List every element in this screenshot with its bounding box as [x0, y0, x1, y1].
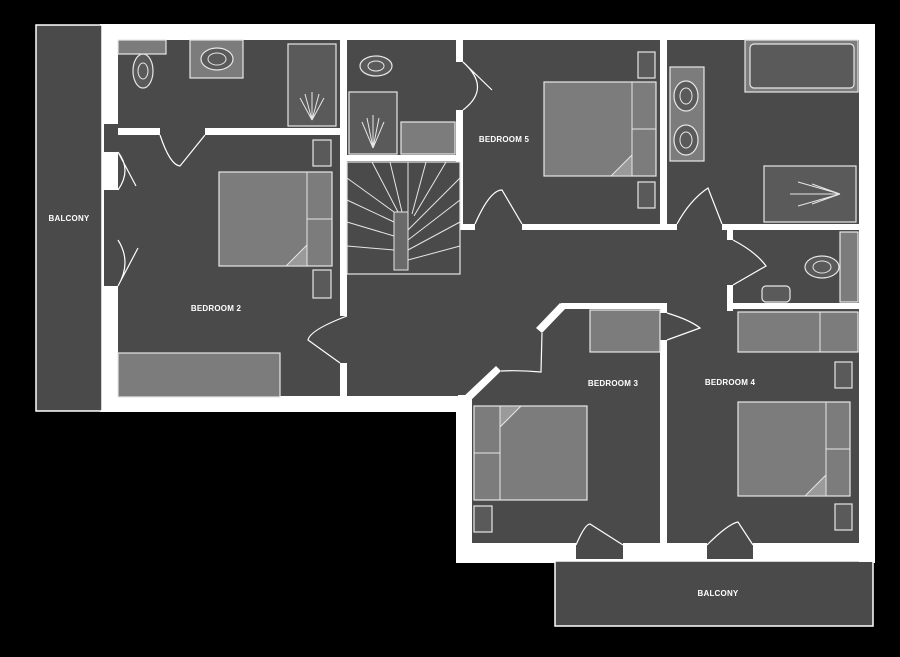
bathroom-3: [669, 39, 859, 223]
bedroom-5-label: BEDROOM 5: [479, 135, 530, 144]
wc: [761, 231, 859, 303]
bedroom-5-furniture: [543, 51, 657, 209]
bedroom-2-furniture: [117, 139, 333, 398]
balcony-left: [35, 24, 103, 412]
balcony-left-label: BALCONY: [49, 214, 90, 223]
bathroom-1: [117, 39, 337, 127]
staircase: [346, 161, 461, 275]
room-labels: BALCONY BEDROOM 2 BEDROOM 5 BEDROOM 3 BE…: [49, 135, 756, 598]
interior-walls: [102, 24, 875, 563]
bedroom-3-label: BEDROOM 3: [588, 379, 639, 388]
bedroom-2-label: BEDROOM 2: [191, 304, 242, 313]
balcony-bottom-label: BALCONY: [698, 589, 739, 598]
bathroom-2: [348, 55, 456, 155]
balcony-bottom: [554, 560, 874, 627]
bedroom-3-furniture: [473, 309, 661, 533]
bedroom-4-label: BEDROOM 4: [705, 378, 756, 387]
bedroom-4-furniture: [737, 311, 859, 531]
doors: [117, 61, 767, 546]
